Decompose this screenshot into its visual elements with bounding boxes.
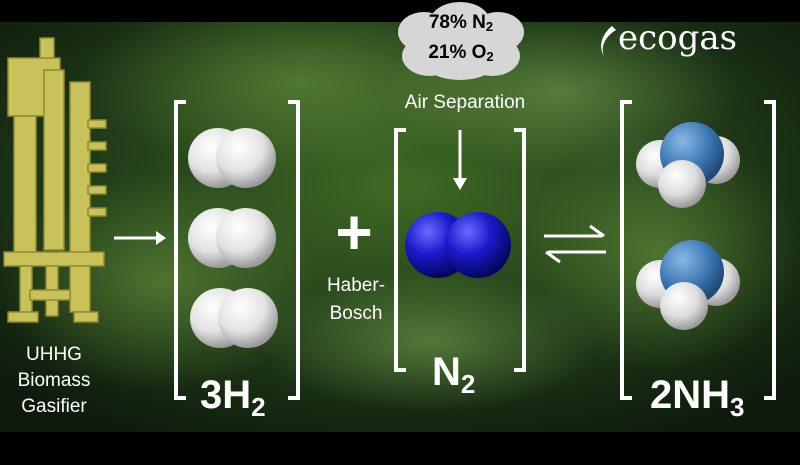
hydrogen-coefficient: 3H [200,373,252,417]
air-composition: 78% N2 21% O2 [398,10,524,70]
nitrogen-bracket [394,128,526,372]
nitrogen-symbol: N [432,350,461,394]
logo-text: ecogas [618,18,738,58]
gasifier-illustration [3,37,107,323]
ammonia-molecule-2 [636,240,740,330]
gasifier-label: UHHG Biomass Gasifier [14,342,94,420]
air-cloud [398,2,524,80]
nitrogen-percentage: 78% N2 [428,12,494,34]
hydrogen-bracket [174,100,300,400]
gasifier-label-line1: UHHG [26,344,82,365]
equilibrium-arrows [544,224,606,264]
hydrogen-subscript: 2 [251,392,266,422]
hydrogen-formula: 3H2 [200,375,320,420]
air-separation-arrow [453,130,467,190]
haber-bosch-line1: Haber- [326,275,386,296]
ecogas-logo: ecogas [596,18,786,62]
ammonia-molecules [636,122,740,330]
gasifier-label-line2: Biomass [17,370,91,391]
nitrogen-molecule [405,212,511,278]
oxygen-percentage: 21% O2 [428,42,494,64]
hydrogen-molecule-3 [190,288,278,348]
ammonia-subscript: 3 [730,392,745,422]
hydrogen-molecule-2 [188,208,276,268]
ammonia-bracket [620,100,776,400]
nitrogen-formula: N2 [432,352,532,397]
gasifier-label-line3: Gasifier [21,396,87,417]
ammonia-coefficient: 2NH [650,373,731,417]
ammonia-molecule-1 [636,122,740,208]
nitrogen-subscript: 2 [460,369,476,399]
hydrogen-molecule-1 [188,128,276,188]
haber-bosch-label: Haber- Bosch [306,272,406,328]
logo-swoosh-icon [601,26,616,56]
gasifier-arrow [114,231,166,245]
air-separation-label: Air Separation [404,92,526,113]
haber-bosch-line2: Bosch [329,303,383,324]
plus-sign: + [335,196,373,268]
hydrogen-molecules [188,128,278,348]
ammonia-formula: 2NH3 [650,375,800,420]
